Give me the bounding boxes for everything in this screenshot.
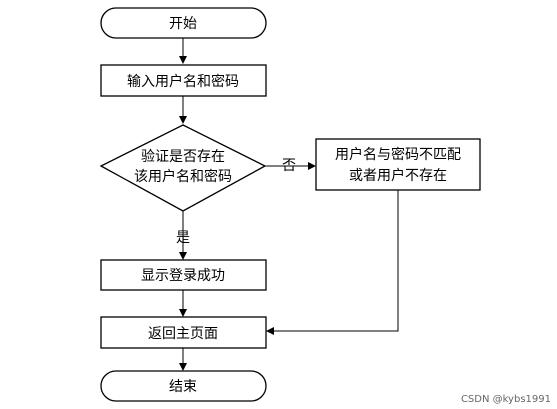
- edge-input-to-verify: [179, 96, 187, 124]
- error-label-line2: 或者用户不存在: [349, 167, 447, 184]
- edge-verify-yes: 是: [176, 211, 190, 260]
- edge-home-to-end: [179, 348, 187, 371]
- home-label: 返回主页面: [148, 326, 218, 342]
- no-branch-label: 否: [282, 158, 296, 174]
- home-node: 返回主页面: [100, 316, 267, 349]
- edge-verify-no: 否: [265, 158, 316, 174]
- end-node: 结束: [100, 370, 267, 402]
- start-node: 开始: [100, 7, 267, 39]
- watermark-text: CSDN @kybs1991: [461, 394, 551, 405]
- edge-start-to-input: [179, 38, 187, 64]
- end-node-label: 结束: [169, 379, 197, 395]
- verify-decision-node: 验证是否存在 该用户名和密码: [99, 124, 267, 212]
- success-label: 显示登录成功: [141, 268, 225, 284]
- success-node: 显示登录成功: [100, 259, 267, 291]
- yes-branch-label: 是: [176, 230, 190, 246]
- verify-decision-label-line2: 该用户名和密码: [134, 168, 232, 185]
- input-credentials-node: 输入用户名和密码: [100, 64, 267, 97]
- edge-error-to-home: [266, 190, 399, 335]
- edge-success-to-home: [179, 290, 187, 317]
- error-node: 用户名与密码不匹配 或者用户不存在: [315, 138, 481, 191]
- start-node-label: 开始: [169, 16, 197, 32]
- input-credentials-label: 输入用户名和密码: [127, 73, 239, 90]
- error-label-line1: 用户名与密码不匹配: [335, 146, 461, 163]
- verify-decision-label-line1: 验证是否存在: [141, 149, 225, 165]
